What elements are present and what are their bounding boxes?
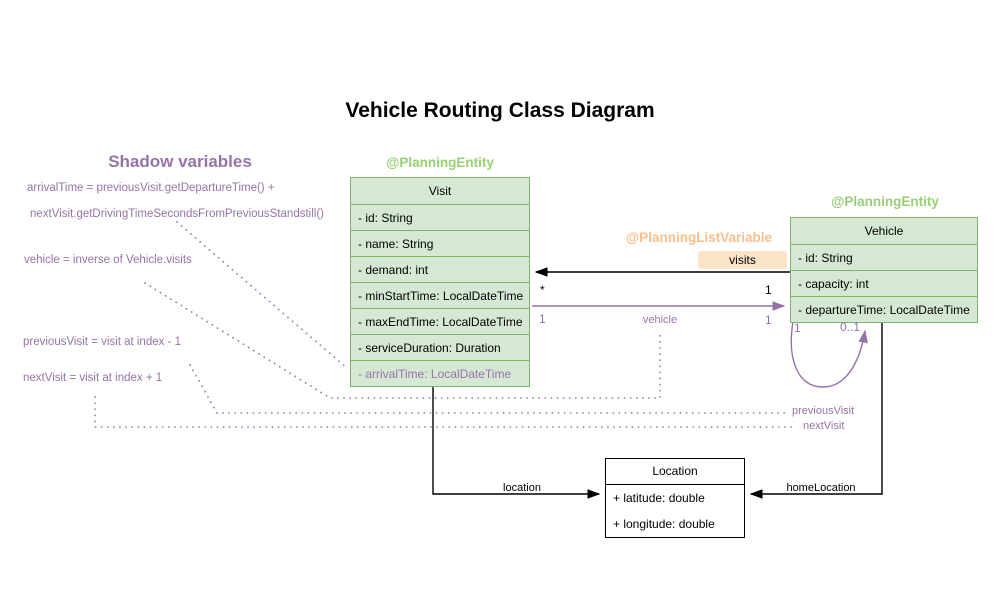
next-visit-connector [94, 396, 798, 428]
shadow-note-next-visit: nextVisit = visit at index + 1 [23, 372, 163, 384]
location-class-name: Location [606, 459, 744, 485]
visits-edge-label: visits [698, 251, 787, 269]
location-field-latitude: + latitude: double [613, 491, 705, 505]
vehicle-connector [144, 282, 661, 399]
vehicle-class-name: Vehicle [864, 224, 904, 238]
self-loop-right-multiplicity: 0..1 [840, 320, 861, 334]
visit-field-arrival-time: - arrivalTime: LocalDateTime [351, 360, 529, 386]
diagram-title: Vehicle Routing Class Diagram [345, 99, 655, 122]
visit-field-demand: - demand: int [351, 256, 529, 282]
visit-field-max-end-time: - maxEndTime: LocalDateTime [351, 308, 529, 334]
next-visit-label: nextVisit [803, 420, 845, 432]
location-class-box: Location + latitude: double + longitude:… [605, 458, 745, 538]
arrival-time-connector [176, 221, 349, 370]
home-location-edge-label: homeLocation [786, 482, 856, 494]
vehicle-edge-label: vehicle [642, 314, 678, 326]
shadow-variables-heading: Shadow variables [108, 152, 252, 171]
shadow-note-arrival-time-2: nextVisit.getDrivingTimeSecondsFromPrevi… [30, 208, 324, 220]
vehicle-class-box: Vehicle - id: String - capacity: int - d… [790, 217, 978, 323]
visit-field-id: - id: String [351, 204, 529, 230]
location-edge [432, 385, 599, 494]
shadow-note-previous-visit: previousVisit = visit at index - 1 [23, 336, 181, 348]
visit-field-service-duration: - serviceDuration: Duration [351, 334, 529, 360]
visit-class-box: Visit - id: String - name: String - dema… [350, 177, 530, 387]
planning-list-variable-annotation: @PlanningListVariable [626, 230, 772, 245]
vehicle-planning-entity-annotation: @PlanningEntity [831, 194, 939, 209]
visit-field-name: - name: String [351, 230, 529, 256]
vehicle-field-id: - id: String [791, 244, 977, 270]
visit-planning-entity-annotation: @PlanningEntity [386, 155, 494, 170]
vehicle-edge-left-multiplicity: 1 [539, 312, 546, 326]
visit-field-min-start-time: - minStartTime: LocalDateTime [351, 282, 529, 308]
self-loop-left-multiplicity: 1 [794, 321, 801, 335]
vehicle-field-departure-time: - departureTime: LocalDateTime [791, 296, 977, 322]
previous-visit-label: previousVisit [792, 405, 855, 417]
home-location-edge [751, 321, 883, 494]
vehicle-self-loop-edge [790, 321, 865, 388]
location-field-longitude: + longitude: double [613, 517, 715, 531]
shadow-note-arrival-time-1: arrivalTime = previousVisit.getDeparture… [27, 182, 275, 194]
visit-class-name: Visit [428, 184, 452, 198]
visits-source-multiplicity: 1 [765, 283, 772, 297]
shadow-note-vehicle: vehicle = inverse of Vehicle.visits [24, 254, 192, 266]
location-edge-label: location [503, 482, 541, 494]
vehicle-edge-right-multiplicity: 1 [765, 313, 772, 327]
vehicle-field-capacity: - capacity: int [791, 270, 977, 296]
visits-target-multiplicity: * [540, 283, 545, 297]
previous-visit-connector [189, 364, 787, 414]
